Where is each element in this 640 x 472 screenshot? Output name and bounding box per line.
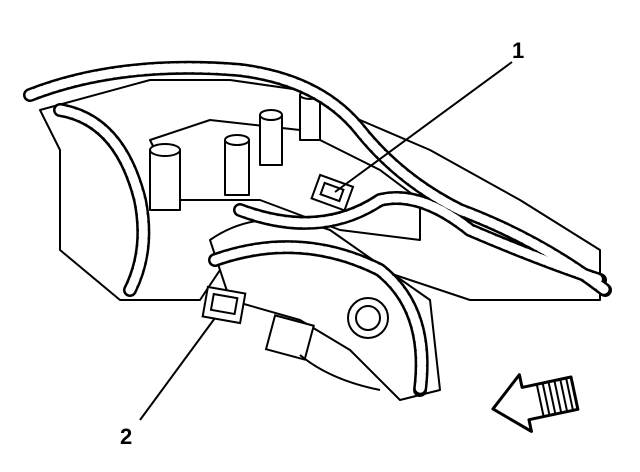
connector-2 bbox=[201, 285, 247, 325]
throttle-port bbox=[347, 297, 389, 339]
mating-connector bbox=[264, 314, 381, 391]
view-arrow-icon bbox=[491, 373, 580, 433]
connector-1 bbox=[310, 173, 355, 212]
callout-1-label: 1 bbox=[512, 38, 525, 63]
valve-cover bbox=[149, 119, 421, 241]
coil-towers bbox=[149, 90, 321, 211]
callout-1-leader bbox=[334, 61, 513, 193]
callout-2-leader bbox=[139, 317, 216, 421]
callout-2-label: 2 bbox=[120, 424, 133, 449]
